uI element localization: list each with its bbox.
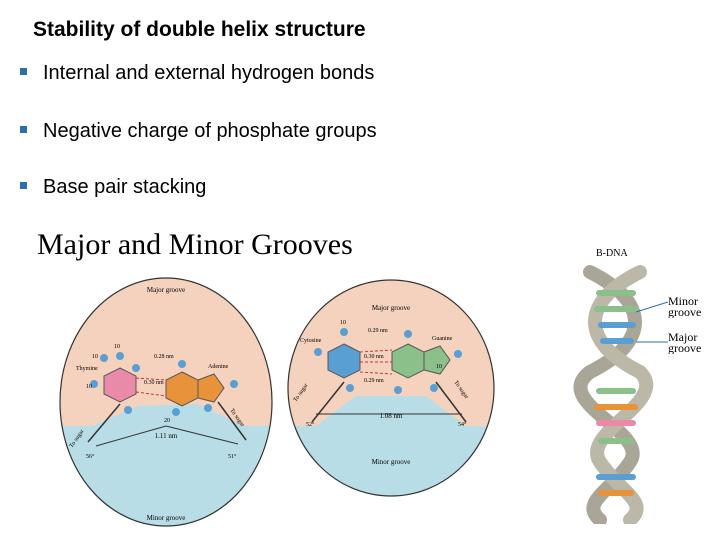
- atom-label: 10: [436, 364, 442, 370]
- bullet-text: Negative charge of phosphate groups: [43, 120, 377, 142]
- helix-strand-2: [588, 265, 654, 524]
- cytosine-ring: [327, 343, 361, 379]
- base-name-guanine: Guanine: [432, 336, 453, 342]
- base-name-adenine: Adenine: [208, 364, 229, 370]
- minor-groove-pointer: [635, 301, 669, 313]
- angle-left: 52°: [306, 421, 315, 428]
- angle-right: 54°: [458, 421, 467, 428]
- bullet-base-stacking: Base pair stacking: [20, 176, 206, 199]
- major-groove-label: Major groove: [147, 286, 185, 294]
- helix-strand-1: [573, 265, 642, 524]
- bullet-text: Base pair stacking: [43, 176, 207, 198]
- section-subheading: Major and Minor Grooves: [37, 228, 353, 261]
- slide-title: Stability of double helix structure: [33, 18, 366, 41]
- figure-border: [59, 277, 273, 527]
- bullet-marker-icon: [20, 126, 27, 134]
- helix-major-groove-label: Major groove: [668, 332, 702, 354]
- adenine-ring-2: [197, 373, 225, 403]
- atom-label: 10: [92, 354, 98, 360]
- h-bond-distance-mid: 0.30 nm: [364, 354, 384, 360]
- helix-title: B-DNA: [596, 248, 628, 259]
- bullet-text: Internal and external hydrogen bonds: [43, 62, 375, 84]
- base-name-thymine: Thymine: [76, 366, 98, 372]
- atom-label: 20: [164, 418, 170, 424]
- h-bond-distance-mid: 0.30 nm: [144, 380, 164, 386]
- bullet-hydrogen-bonds: Internal and external hydrogen bonds: [20, 62, 374, 85]
- minor-groove-label: Minor groove: [147, 514, 186, 522]
- atom-label: 10: [114, 344, 120, 350]
- base-name-cytosine: Cytosine: [300, 338, 322, 344]
- atom-label: 10: [340, 320, 346, 326]
- atom-label: 10: [86, 384, 92, 390]
- thymine-ring: [103, 367, 137, 403]
- minor-groove-label: Minor groove: [372, 458, 411, 466]
- at-base-pair-diagram: Major groove Minor groove Thymine Adenin…: [59, 277, 273, 527]
- bullet-phosphate-charge: Negative charge of phosphate groups: [20, 120, 377, 143]
- h-bond-distance-top: 0.29 nm: [368, 328, 388, 334]
- minor-groove-region: [288, 396, 494, 496]
- cg-base-pair-diagram: Major groove Minor groove Cytosine Guani…: [287, 279, 495, 497]
- angle-left: 56°: [86, 453, 95, 460]
- h-bond-distance-top: 0.28 nm: [154, 354, 174, 360]
- minor-groove-region: [60, 404, 272, 526]
- b-dna-helix: [573, 265, 669, 524]
- bullet-marker-icon: [20, 182, 27, 190]
- angle-right: 51°: [228, 453, 237, 460]
- c1-distance-label: 1.08 nm: [380, 412, 404, 420]
- adenine-ring: [165, 371, 199, 407]
- bullet-marker-icon: [20, 68, 27, 76]
- guanine-ring: [391, 343, 425, 379]
- c1-distance-label: 1.11 nm: [155, 432, 178, 440]
- figure-border: [287, 279, 495, 497]
- guanine-ring-2: [423, 345, 451, 375]
- major-groove-label: Major groove: [372, 304, 410, 312]
- h-bond-distance-low: 0.29 nm: [364, 378, 384, 384]
- helix-minor-groove-label: Minor groove: [668, 296, 702, 318]
- helix-base-pairs: [594, 290, 638, 496]
